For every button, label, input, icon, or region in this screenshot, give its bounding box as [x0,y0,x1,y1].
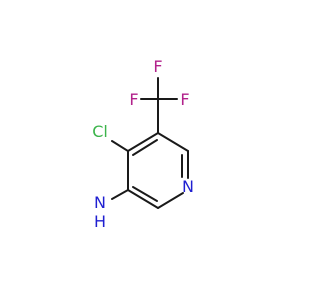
amine-nitrogen-label: N [94,193,106,212]
bond-n-c2 [157,192,184,209]
bond-c4-c5 [127,132,159,152]
bond-c4-c5-inner [132,139,158,156]
amine-hydrogen-label: H [94,212,106,231]
molecule-diagram: F F F Cl N N H [92,57,194,231]
bond-c3-nh2 [111,189,129,200]
fluorine-right-label: F [180,90,189,109]
bond-c5-c6 [157,132,189,152]
fluorine-top-label: F [153,57,162,76]
bond-c2-c3-inner [132,186,158,202]
bond-c4-cl [111,140,129,152]
ring-nitrogen-label: N [182,177,194,196]
fluorine-left-label: F [129,90,138,109]
molecule-structure: F F F Cl N N H [92,57,194,231]
bond-c2-c3 [127,189,159,209]
chlorine-label: Cl [92,122,108,141]
